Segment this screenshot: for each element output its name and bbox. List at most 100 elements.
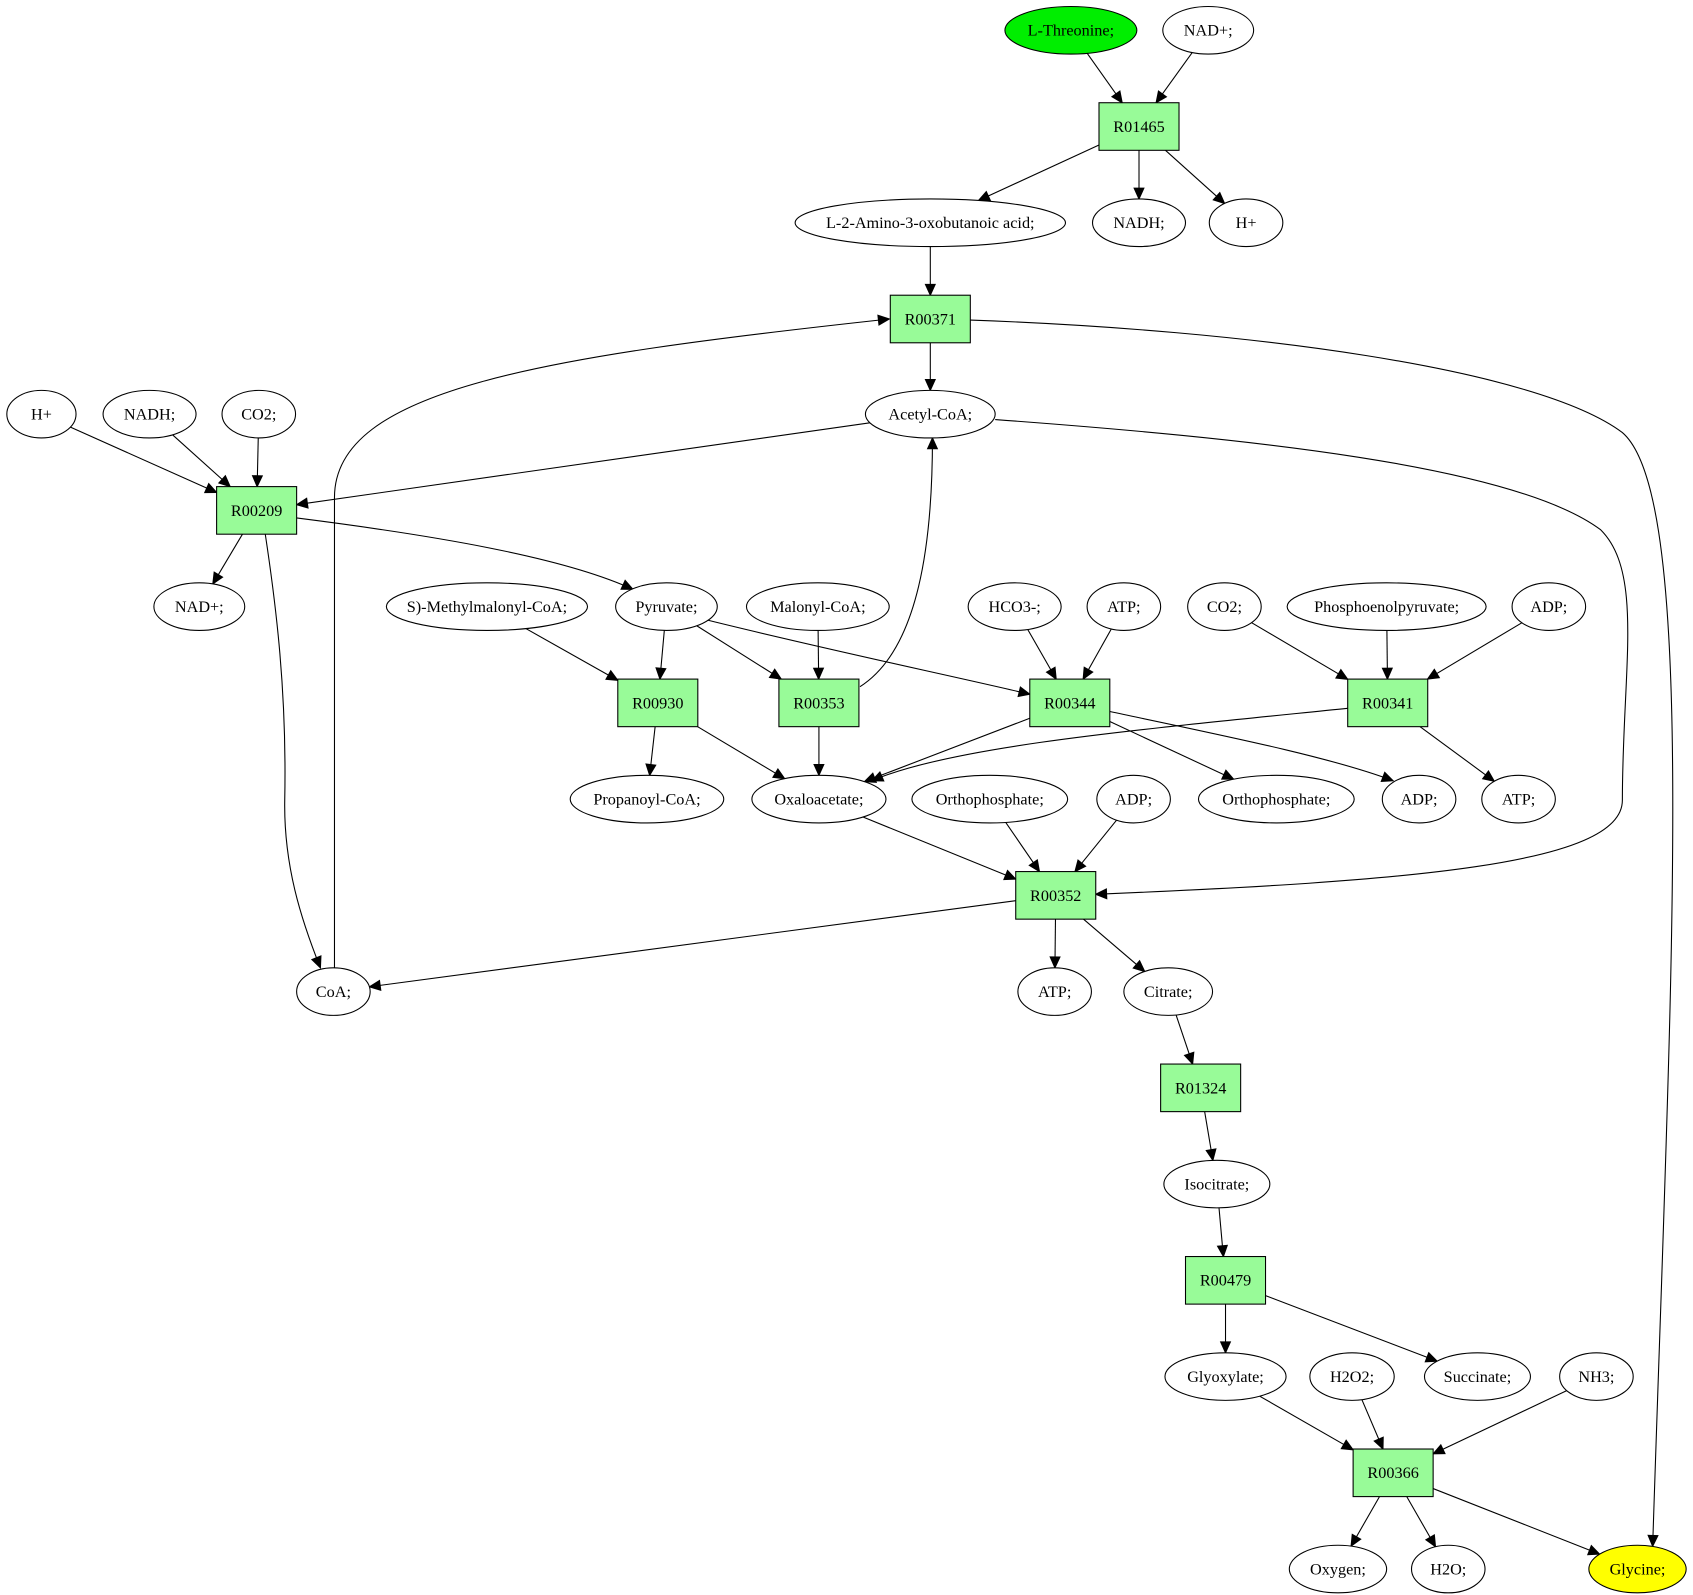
reaction-node-r01324[interactable]: R01324 (1160, 1063, 1242, 1113)
arrowhead-icon (772, 767, 786, 780)
metabolite-ellipse (102, 389, 197, 439)
node-label: ATP; (1107, 598, 1140, 616)
arrowhead-icon (877, 314, 891, 326)
metabolite-node-m_acoa[interactable]: Acetyl-CoA; (864, 389, 996, 439)
reaction-node-r00371[interactable]: R00371 (889, 294, 971, 344)
reaction-node-r01465[interactable]: R01465 (1098, 102, 1180, 151)
metabolite-node-m_nadp2[interactable]: NAD+; (153, 582, 246, 631)
metabolite-node-m_adp2[interactable]: ADP; (1096, 774, 1171, 824)
edge-r00209-to-m_nadp2 (212, 533, 243, 586)
reaction-box (1160, 1063, 1242, 1113)
arrowhead-icon (1424, 1351, 1439, 1363)
metabolite-node-m_thr[interactable]: L-Threonine; (1004, 5, 1138, 55)
metabolite-node-m_atp1[interactable]: ATP; (1086, 582, 1162, 631)
metabolite-node-m_o2[interactable]: Oxygen; (1288, 1544, 1388, 1594)
reaction-node-r00353[interactable]: R00353 (778, 678, 860, 728)
edge-r00366-to-m_h2o (1406, 1496, 1437, 1548)
edge-m_h2-to-r00209 (70, 426, 218, 494)
metabolite-node-m_icit[interactable]: Isocitrate; (1163, 1159, 1271, 1209)
edge-r00352-to-m_coa (368, 900, 1016, 991)
metabolite-node-m_pi1[interactable]: Orthophosphate; (911, 774, 1069, 824)
arrowhead-icon (1155, 90, 1168, 104)
edge-r00341-to-m_oaa (870, 707, 1348, 782)
metabolite-ellipse (296, 967, 371, 1016)
reaction-node-r00341[interactable]: R00341 (1347, 678, 1429, 728)
metabolite-node-m_h2[interactable]: H+ (6, 389, 77, 439)
edge-r00209-to-m_pyr (296, 517, 635, 590)
node-label: R01324 (1175, 1079, 1226, 1097)
metabolite-node-m_h2o2[interactable]: H2O2; (1309, 1352, 1395, 1401)
reaction-node-r00366[interactable]: R00366 (1352, 1448, 1434, 1498)
reaction-node-r00209[interactable]: R00209 (216, 486, 298, 535)
edge-m_thr-to-r01465 (1086, 53, 1123, 104)
arrowhead-icon (1045, 666, 1057, 681)
metabolite-node-m_h2o[interactable]: H2O; (1410, 1544, 1486, 1594)
metabolite-node-m_pep[interactable]: Phosphoenolpyruvate; (1286, 582, 1487, 631)
metabolite-ellipse (1163, 1159, 1271, 1209)
metabolite-node-m_smm[interactable]: S)-Methylmalonyl-CoA; (385, 582, 589, 631)
metabolite-ellipse (6, 389, 77, 439)
metabolite-node-m_gly[interactable]: Glycine; (1588, 1544, 1687, 1594)
node-label: ATP; (1038, 983, 1071, 1001)
metabolite-node-m_nadp1[interactable]: NAD+; (1162, 5, 1255, 55)
arrowhead-icon (977, 190, 992, 202)
metabolite-ellipse (1187, 582, 1262, 631)
metabolite-node-m_oaa[interactable]: Oxaloacetate; (751, 774, 887, 824)
metabolite-node-m_pyr[interactable]: Pyruvate; (615, 582, 718, 631)
metabolite-node-m_coa[interactable]: CoA; (296, 967, 371, 1016)
arrowhead-icon (620, 579, 635, 590)
metabolite-node-m_atp2[interactable]: ATP; (1481, 774, 1556, 824)
node-label: NH3; (1578, 1368, 1614, 1386)
edge-r00930-to-m_oaa (697, 726, 786, 780)
metabolite-ellipse (1162, 5, 1255, 55)
edge-m_pyr-to-r00930 (655, 630, 667, 681)
reaction-node-r00344[interactable]: R00344 (1029, 678, 1111, 728)
reaction-node-r00352[interactable]: R00352 (1015, 871, 1097, 920)
metabolite-node-m_atp3[interactable]: ATP; (1017, 967, 1092, 1016)
metabolite-node-m_succ[interactable]: Succinate; (1423, 1352, 1531, 1401)
node-label: Propanoyl-CoA; (593, 791, 700, 809)
metabolite-node-m_co2b[interactable]: CO2; (1187, 582, 1262, 631)
edge-m_mal-to-r00353 (812, 630, 825, 681)
node-label: ATP; (1502, 791, 1535, 809)
edge-m_co2a-to-r00209 (251, 437, 264, 488)
edge-r00341-to-m_atp2 (1419, 726, 1496, 783)
metabolite-ellipse (1481, 774, 1556, 824)
metabolite-node-m_amino[interactable]: L-2-Amino-3-oxobutanoic acid; (794, 198, 1067, 248)
metabolite-node-m_adp1[interactable]: ADP; (1511, 582, 1587, 631)
edge-r00371-to-m_gly (970, 319, 1674, 1548)
metabolite-node-m_prop[interactable]: Propanoyl-CoA; (569, 774, 725, 824)
edge-m_h2o2-to-r00366 (1361, 1399, 1384, 1451)
metabolite-ellipse (1410, 1544, 1486, 1594)
arrowhead-icon (251, 475, 264, 488)
node-label: R00479 (1200, 1272, 1251, 1290)
edge-m_adp1-to-r00341 (1426, 622, 1523, 680)
metabolite-node-m_cit[interactable]: Citrate; (1123, 967, 1214, 1016)
metabolite-node-m_h1[interactable]: H+ (1208, 198, 1284, 248)
metabolite-node-m_adp3[interactable]: ADP; (1381, 774, 1457, 824)
arrowhead-icon (1647, 1534, 1659, 1548)
metabolite-node-m_nh3[interactable]: NH3; (1559, 1352, 1634, 1401)
reaction-node-r00930[interactable]: R00930 (617, 678, 699, 728)
arrowhead-icon (1212, 191, 1226, 205)
metabolite-ellipse (385, 582, 589, 631)
edge-r01465-to-m_h1 (1165, 149, 1226, 205)
metabolite-node-m_mal[interactable]: Malonyl-CoA; (745, 582, 890, 631)
arrowhead-icon (605, 669, 619, 681)
metabolite-ellipse (1286, 582, 1487, 631)
reaction-node-r00479[interactable]: R00479 (1184, 1255, 1267, 1305)
metabolite-node-m_hco3[interactable]: HCO3-; (967, 582, 1062, 631)
node-label: Citrate; (1144, 983, 1193, 1001)
metabolite-ellipse (1511, 582, 1587, 631)
metabolite-node-m_nadh1[interactable]: NADH; (1091, 198, 1187, 248)
node-label: Acetyl-CoA; (888, 406, 972, 424)
metabolite-node-m_glx[interactable]: Glyoxylate; (1164, 1352, 1287, 1401)
node-label: R00371 (905, 310, 956, 328)
metabolite-node-m_nadh2[interactable]: NADH; (102, 389, 197, 439)
arrowhead-icon (924, 379, 937, 392)
arrowhead-icon (1132, 959, 1146, 973)
metabolite-node-m_co2a[interactable]: CO2; (221, 389, 297, 439)
edge-m_pyr-to-r00344 (700, 618, 1032, 698)
metabolite-node-m_pi2[interactable]: Orthophosphate; (1197, 774, 1355, 824)
node-label: H+ (1236, 214, 1257, 232)
